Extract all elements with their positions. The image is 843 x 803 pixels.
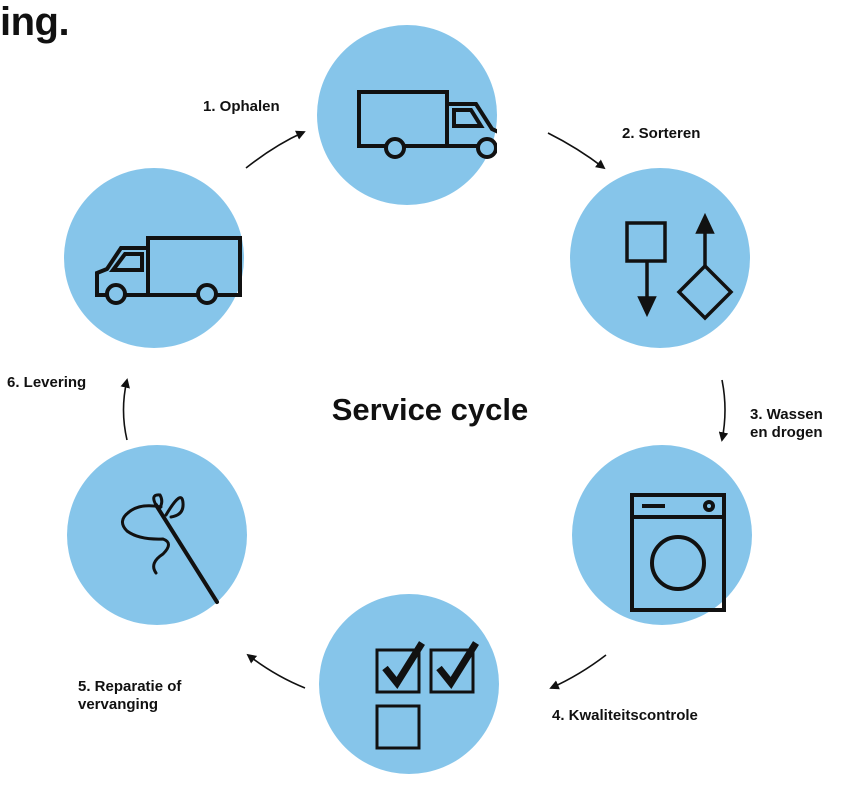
arrow-4-to-5: [246, 653, 306, 689]
arrow-1-to-2: [547, 132, 606, 170]
step-4-circle: [319, 594, 499, 774]
step-4-label: 4. Kwaliteitscontrole: [552, 707, 698, 724]
page-heading-fragment: ing.: [0, 0, 70, 44]
checkbox-icon: [375, 641, 479, 750]
step-5-circle: [67, 445, 247, 625]
step-2-circle: [570, 168, 750, 348]
step-3-circle: [572, 445, 752, 625]
step-1-label: 1. Ophalen: [203, 98, 280, 115]
needle-thread-icon: [121, 493, 219, 604]
step-2-label: 2. Sorteren: [622, 125, 701, 142]
arrow-5-to-6: [120, 378, 130, 441]
diagram-title: Service cycle: [331, 392, 529, 427]
truck-icon: [95, 236, 242, 305]
truck-icon: [357, 90, 497, 159]
arrow-3-to-4: [549, 654, 607, 690]
step-3-label: 3. Wassen en drogen: [750, 406, 823, 441]
sort-icon: [625, 212, 734, 321]
arrow-2-to-3: [718, 379, 729, 442]
step-6-label: 6. Levering: [7, 374, 87, 391]
step-5-label: 5. Reparatie of vervanging: [78, 678, 182, 713]
step-6-circle: [64, 168, 244, 348]
arrow-6-to-1: [245, 130, 306, 169]
washing-machine-icon: [630, 493, 726, 612]
step-1-circle: [317, 25, 497, 205]
